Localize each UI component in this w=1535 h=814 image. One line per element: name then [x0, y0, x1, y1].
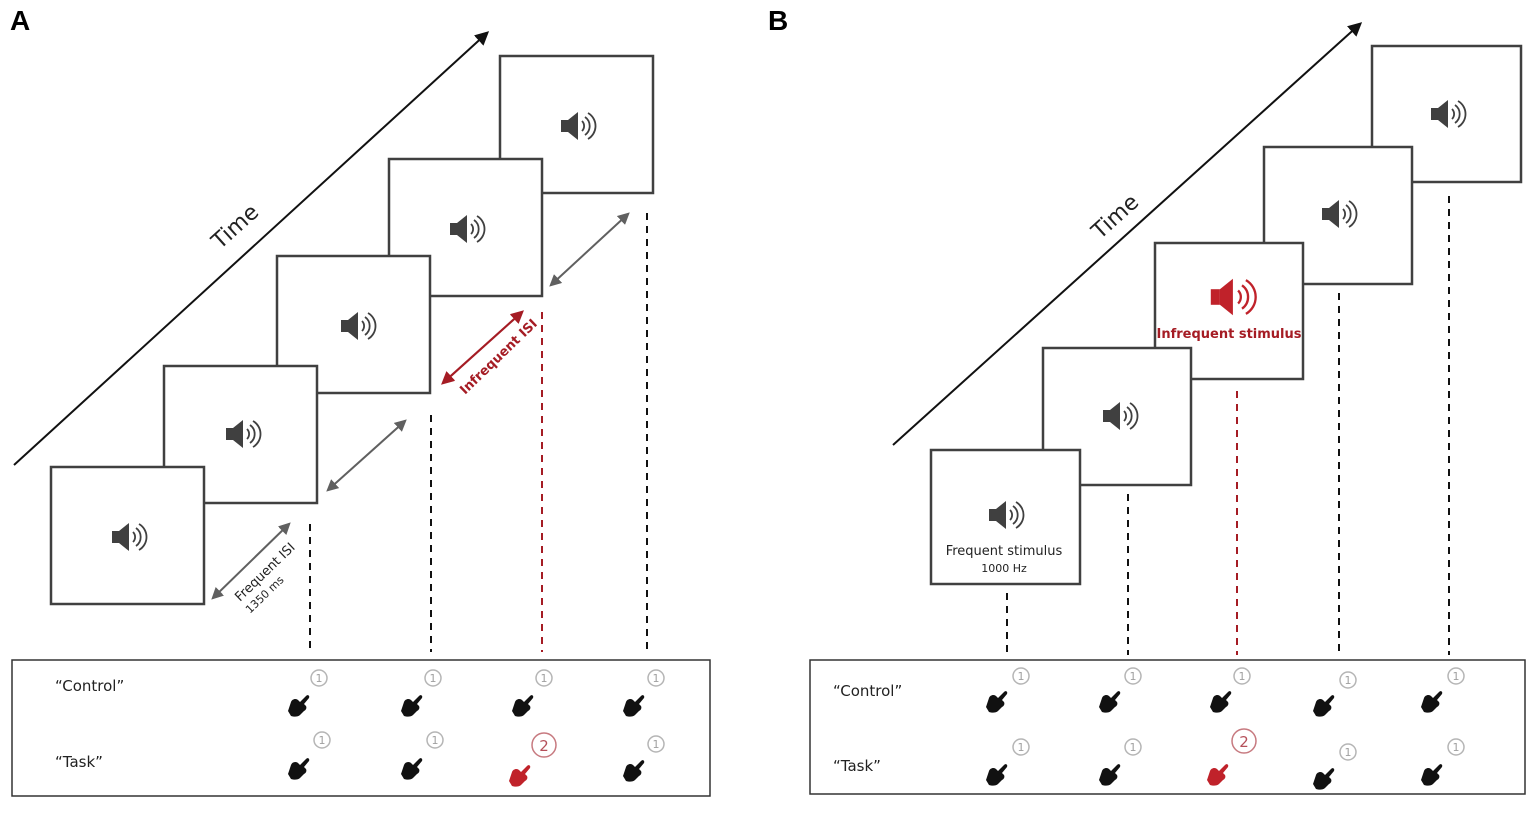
control-label-a: “Control”	[55, 677, 124, 695]
time-label-b: Time	[1087, 190, 1144, 245]
response-count: 1	[1018, 741, 1025, 754]
response-count: 1	[316, 672, 323, 685]
response-count: 1	[1239, 670, 1246, 683]
frequent-isi-arrow	[211, 522, 291, 600]
infrequent-isi-arrow	[441, 310, 524, 385]
response-count: 1	[1453, 670, 1460, 683]
response-count-double: 2	[1239, 733, 1249, 751]
infrequent-stimulus-label: Infrequent stimulus	[1156, 327, 1301, 342]
frequent-stimulus-frequency: 1000 Hz	[981, 562, 1027, 575]
time-axis-b	[892, 22, 1363, 446]
response-count: 1	[1453, 741, 1460, 754]
response-count: 1	[430, 672, 437, 685]
isi-arrow	[326, 419, 407, 492]
response-box-a	[11, 659, 711, 797]
task-label-a: “Task”	[55, 753, 103, 771]
frequent-stimulus-label: Frequent stimulus	[946, 544, 1063, 559]
response-count: 1	[1345, 674, 1352, 687]
response-count: 1	[1345, 746, 1352, 759]
response-count: 1	[1018, 670, 1025, 683]
panel-b-letter: B	[768, 5, 788, 36]
isi-arrow	[549, 212, 630, 287]
response-count: 1	[541, 672, 548, 685]
response-count-double: 2	[539, 737, 549, 755]
response-box-b	[809, 659, 1526, 795]
infrequent-isi-label: Infrequent ISI	[457, 317, 540, 398]
response-count: 1	[653, 738, 660, 751]
response-count: 1	[1130, 670, 1137, 683]
control-label-b: “Control”	[833, 682, 902, 700]
task-label-b: “Task”	[833, 757, 881, 775]
panel-a-letter: A	[10, 5, 30, 36]
response-count: 1	[432, 734, 439, 747]
time-axis-a	[13, 31, 490, 466]
time-label-a: Time	[207, 200, 264, 255]
response-count: 1	[319, 734, 326, 747]
response-count: 1	[653, 672, 660, 685]
response-count: 1	[1130, 741, 1137, 754]
